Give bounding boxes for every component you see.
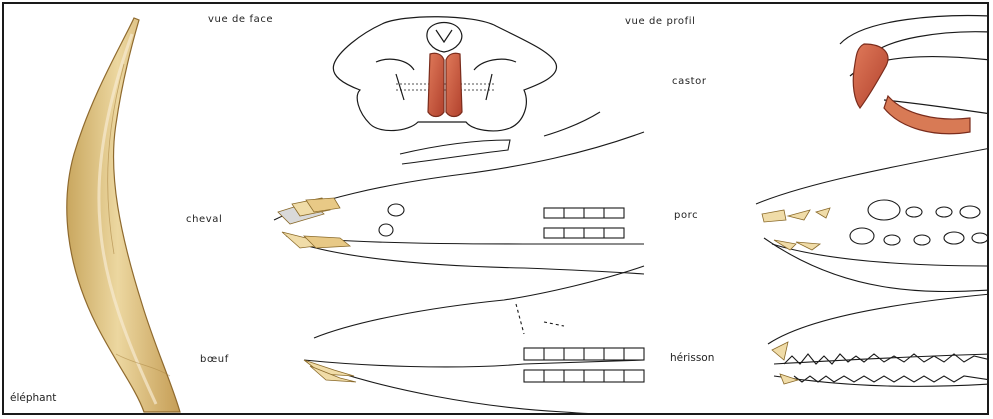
dentition-drawing bbox=[4, 4, 989, 415]
pig-label: porc bbox=[674, 210, 698, 221]
hedgehog-skull bbox=[768, 294, 989, 386]
front-view-label: vue de face bbox=[208, 14, 273, 25]
horse-skull bbox=[274, 112, 644, 274]
elephant-tusk bbox=[67, 18, 180, 412]
dentition-illustration: vue de face vue de profil castor cheval … bbox=[2, 2, 989, 415]
elephant-label: éléphant bbox=[10, 392, 56, 404]
beaver-label: castor bbox=[672, 76, 707, 87]
beaver-profile-skull bbox=[840, 16, 989, 134]
hedgehog-label: hérisson bbox=[670, 352, 714, 364]
ox-label: bœuf bbox=[200, 354, 229, 365]
pig-skull bbox=[756, 148, 989, 292]
beaver-front-skull bbox=[333, 17, 556, 131]
profile-view-label: vue de profil bbox=[625, 16, 696, 27]
ox-skull bbox=[304, 266, 644, 415]
horse-label: cheval bbox=[186, 214, 222, 225]
